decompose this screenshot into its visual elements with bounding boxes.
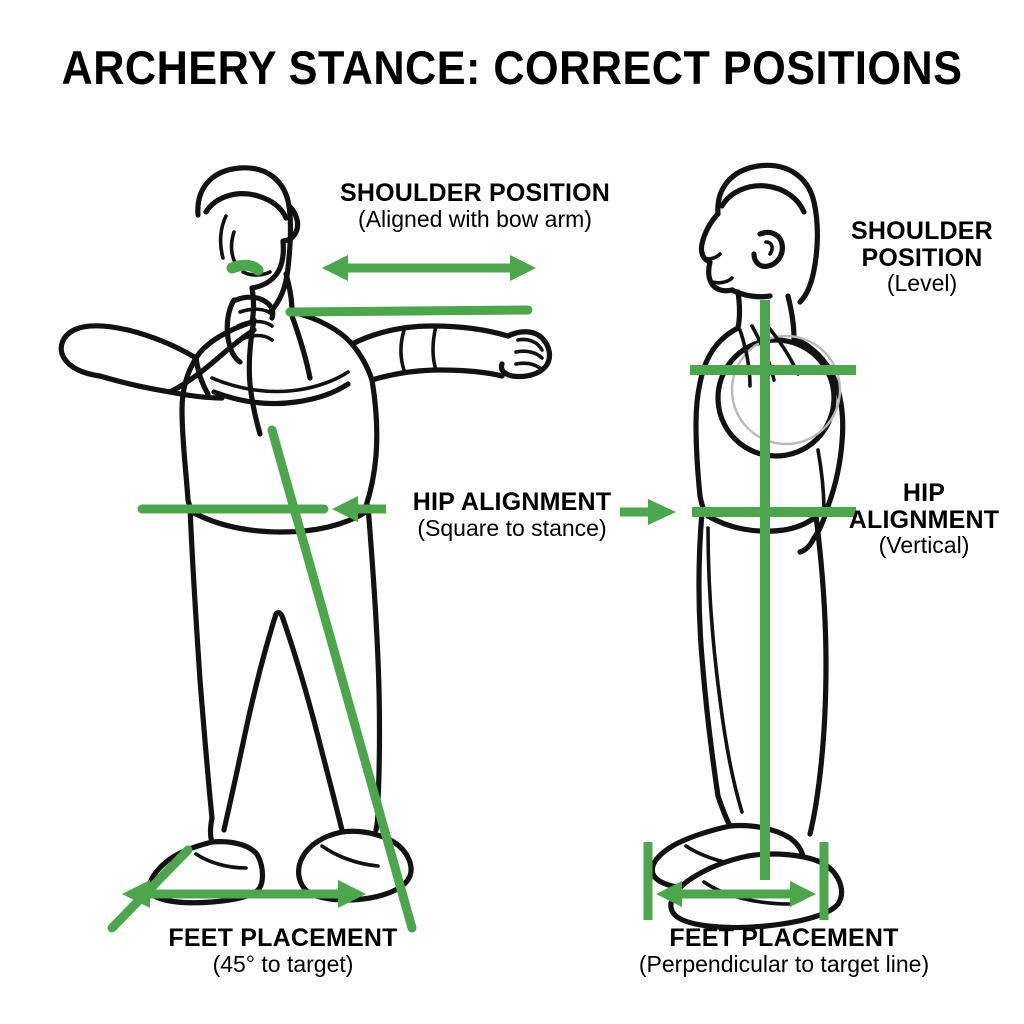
label-subtext: (Vertical) (878, 532, 970, 558)
label-heading-line2: POSITION (861, 243, 983, 272)
side-view-green-guides (620, 300, 856, 920)
label-hip-alignment-front: HIP ALIGNMENT (Square to stance) (396, 489, 628, 541)
label-heading: FEET PLACEMENT (669, 924, 899, 952)
label-heading: SHOULDER POSITION (339, 179, 611, 207)
label-feet-placement-front: FEET PLACEMENT (45° to target) (128, 925, 438, 977)
feet-width-arrow (122, 880, 366, 908)
stance-angle-line (267, 425, 417, 933)
shoulder-alignment-arrow (322, 255, 536, 281)
hip-pointer-arrow (620, 499, 676, 525)
foot-width-arrow (656, 881, 816, 907)
archer-side-view-figure (600, 0, 1024, 1000)
label-shoulder-position-front: SHOULDER POSITION (Aligned with bow arm) (330, 180, 620, 232)
label-heading: HIP ALIGNMENT (412, 488, 612, 516)
label-hip-alignment-side: HIP ALIGNMENT (Vertical) (826, 480, 1022, 559)
front-view-body-outline (58, 165, 553, 906)
label-heading-line1: SHOULDER (851, 217, 993, 245)
label-subtext: (Square to stance) (417, 514, 607, 541)
page-title: ARCHERY STANCE: CORRECT POSITIONS (61, 41, 963, 94)
label-subtext: (Level) (886, 270, 958, 296)
side-view-body-outline (649, 162, 846, 931)
label-heading-line1: HIP (902, 479, 946, 507)
label-shoulder-position-side: SHOULDER POSITION (Level) (824, 218, 1020, 297)
front-view-green-guides (107, 255, 536, 933)
label-subtext: (45° to target) (212, 950, 354, 977)
label-feet-placement-side: FEET PLACEMENT (Perpendicular to target … (586, 925, 982, 977)
anchor-hand-accent (226, 259, 264, 276)
label-subtext: (Aligned with bow arm) (358, 205, 592, 232)
bow-arm-line (285, 305, 533, 317)
label-subtext: (Perpendicular to target line) (638, 950, 930, 977)
archer-front-view-figure (58, 165, 553, 933)
label-heading: FEET PLACEMENT (168, 924, 398, 952)
label-heading-line2: ALIGNMENT (848, 505, 1000, 534)
